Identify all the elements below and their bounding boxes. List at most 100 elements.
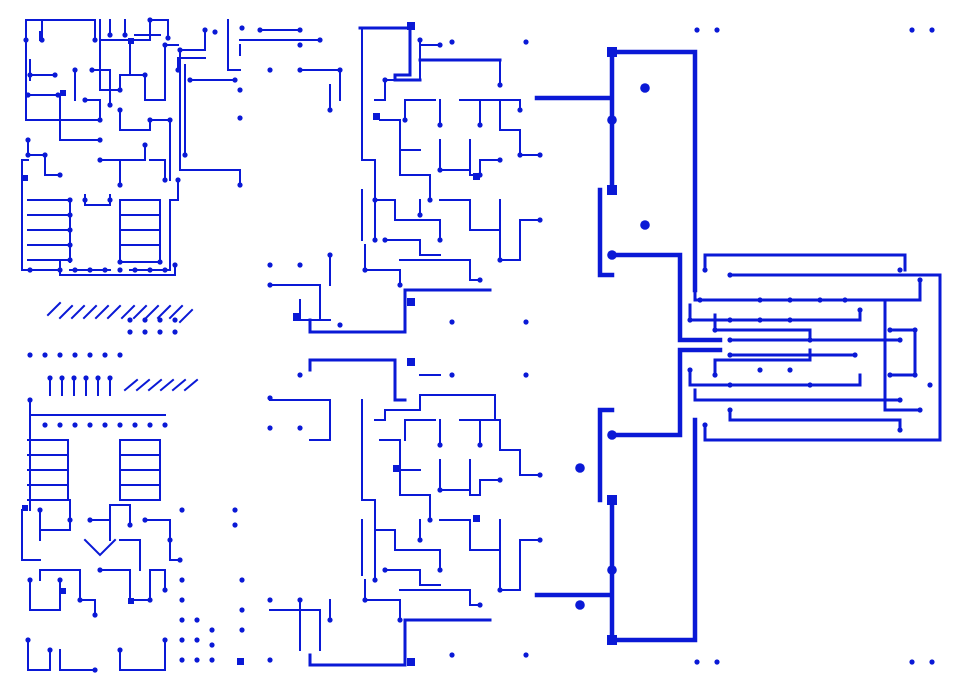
via-pad <box>497 587 503 593</box>
via-pad <box>437 567 443 573</box>
via-pad <box>202 27 208 33</box>
via-pad <box>107 32 113 38</box>
via-pad <box>87 517 93 523</box>
via-pad <box>97 567 103 573</box>
via-pad <box>142 72 148 78</box>
square-pad <box>22 505 28 511</box>
via-pad <box>297 27 303 33</box>
trace <box>227 19 341 651</box>
via-pad <box>117 647 123 653</box>
via-pad <box>175 177 181 183</box>
via-pad <box>929 659 935 665</box>
via-pad <box>537 537 543 543</box>
via-pad <box>179 577 185 583</box>
via-pad <box>427 197 433 203</box>
via-pad <box>437 42 443 48</box>
square-pad <box>393 465 400 472</box>
via-pad <box>47 375 53 381</box>
via-pad <box>147 17 153 23</box>
via-pad <box>179 657 185 663</box>
via-pad <box>897 267 903 273</box>
via-pad <box>57 422 63 428</box>
via-pad <box>787 317 793 323</box>
via-pad <box>209 627 215 633</box>
via-pad <box>72 352 78 358</box>
via-pad <box>927 382 933 388</box>
via-pad <box>179 617 185 623</box>
via-pad <box>55 92 61 98</box>
via-pad <box>72 422 78 428</box>
via-pad <box>172 317 178 323</box>
via-pad <box>87 352 93 358</box>
via-pad <box>117 182 123 188</box>
via-pad <box>267 425 273 431</box>
via-pad <box>132 267 138 273</box>
via-pad <box>67 517 73 523</box>
via-pad <box>25 137 31 143</box>
via-pad <box>337 322 343 328</box>
via-pad <box>162 422 168 428</box>
square-pad <box>407 658 415 666</box>
via-pad <box>497 477 503 483</box>
left-top-module <box>21 19 241 324</box>
trace <box>46 301 194 324</box>
via-pad <box>142 317 148 323</box>
via-pad <box>117 87 123 93</box>
via-pad <box>477 442 483 448</box>
via-pad <box>232 77 238 83</box>
via-pad <box>239 607 245 613</box>
via-pad <box>537 152 543 158</box>
via-pad <box>382 237 388 243</box>
square-pad <box>607 635 617 645</box>
square-pad <box>60 588 66 594</box>
via-pad <box>25 92 31 98</box>
left-bottom-module <box>21 377 199 671</box>
via-pad <box>897 427 903 433</box>
via-pad <box>237 115 243 121</box>
trace <box>361 29 541 286</box>
via-pad <box>372 237 378 243</box>
via-pad <box>909 27 915 33</box>
square-pad <box>128 598 134 604</box>
via-pad <box>67 242 73 248</box>
via-pad <box>42 422 48 428</box>
via-pad <box>787 367 793 373</box>
via-pad <box>297 372 303 378</box>
via-pad <box>209 657 215 663</box>
via-pad <box>437 167 443 173</box>
via-pad <box>607 430 617 440</box>
via-pad <box>239 577 245 583</box>
via-pad <box>182 152 188 158</box>
via-pad <box>727 382 733 388</box>
via-pad <box>117 422 123 428</box>
via-pad <box>162 637 168 643</box>
square-pad <box>473 173 480 180</box>
via-pad <box>712 327 718 333</box>
via-pad <box>117 267 123 273</box>
via-pad <box>523 319 529 325</box>
via-pad <box>397 617 403 623</box>
via-pad <box>71 375 77 381</box>
via-pad <box>523 372 529 378</box>
via-pad <box>42 352 48 358</box>
via-pad <box>25 637 31 643</box>
via-pad <box>640 220 650 230</box>
via-pad <box>107 102 113 108</box>
via-pad <box>702 267 708 273</box>
via-pad <box>687 367 693 373</box>
via-pad <box>122 32 128 38</box>
via-pad <box>27 352 33 358</box>
via-pad <box>132 422 138 428</box>
trace <box>21 377 199 671</box>
via-pad <box>267 395 273 401</box>
via-pad <box>267 262 273 268</box>
via-pad <box>437 122 443 128</box>
via-pad <box>842 297 848 303</box>
via-pad <box>517 152 523 158</box>
via-pad <box>142 142 148 148</box>
trace <box>21 19 241 276</box>
via-pad <box>102 267 108 273</box>
via-pad <box>212 29 218 35</box>
via-pad <box>177 557 183 563</box>
via-pad <box>757 367 763 373</box>
